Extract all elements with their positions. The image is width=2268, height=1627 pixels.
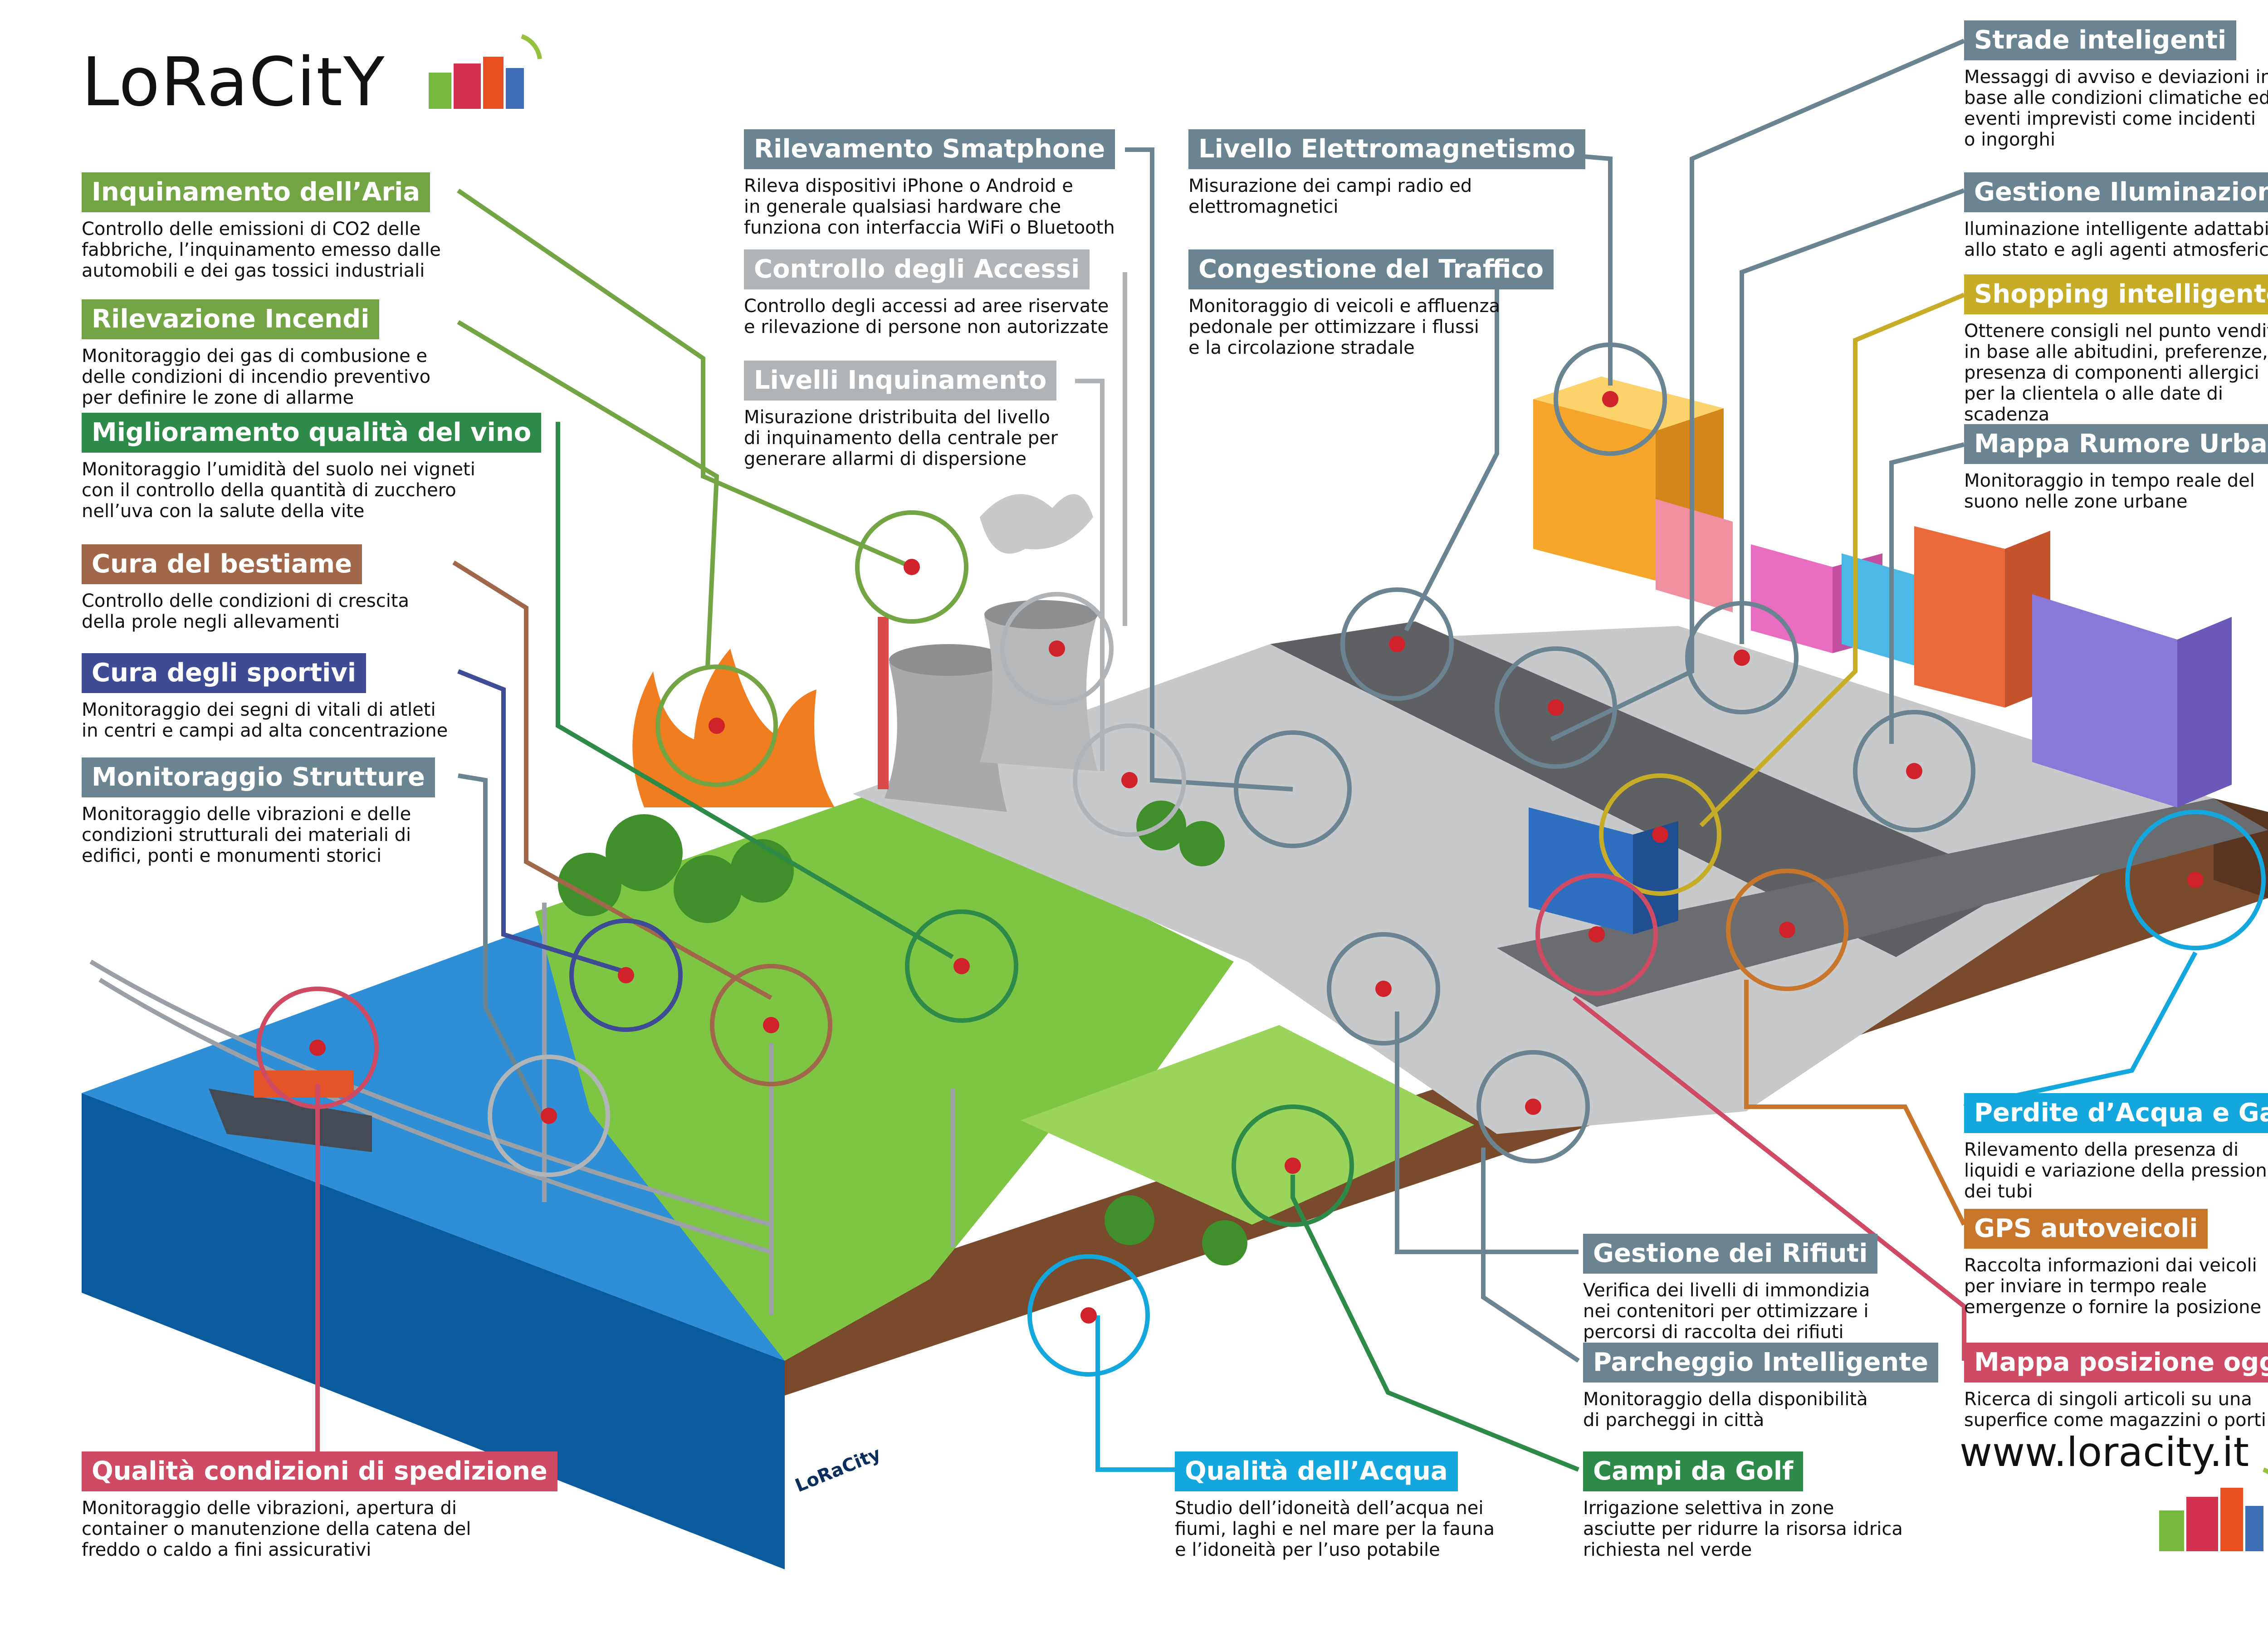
callout-title: Livelli Inquinamento [744, 361, 1057, 401]
brand-house-icon [429, 34, 542, 109]
callout-desc: Monitoraggio l’umidità del suolo nei vig… [82, 459, 475, 522]
callout-title: Rilevazione Incendi [82, 299, 380, 339]
callout-title: Perdite d’Acqua e Gas [1964, 1093, 2268, 1133]
callout-spedizione: Qualità condizioni di spedizione Monitor… [82, 1451, 557, 1560]
website-link[interactable]: www.loracity.it [1960, 1429, 2249, 1476]
grass-area [535, 789, 1234, 1361]
sea-front [82, 1093, 785, 1569]
callout-title: Gestione dei Rifiuti [1583, 1234, 1878, 1274]
callout-title: Cura del bestiame [82, 544, 362, 584]
callout-title: Cura degli sportivi [82, 653, 367, 693]
callout-illuminazione: Gestione Iluminazione Iluminazione intel… [1964, 172, 2268, 260]
callout-parcheggio: Parcheggio Intelligente Monitoraggio del… [1583, 1343, 1939, 1431]
callout-golf: Campi da Golf Irrigazione selettiva in z… [1583, 1451, 1903, 1560]
callout-incendi: Rilevazione Incendi Monitoraggio dei gas… [82, 299, 430, 408]
main-road [1270, 621, 2019, 957]
callout-elettro: Livello Elettromagnetismo Misurazione de… [1188, 129, 1585, 217]
callout-title: Inquinamento dell’Aria [82, 172, 430, 212]
callout-rifiuti: Gestione dei Rifiuti Verifica dei livell… [1583, 1234, 1878, 1343]
callout-acqua: Qualità dell’Acqua Studio dell’idoneità … [1175, 1451, 1495, 1560]
sensor-rings [256, 342, 2266, 1377]
callout-livinq: Livelli Inquinamento Misurazione dristri… [744, 361, 1058, 469]
callout-traffico: Congestione del Traffico Monitoraggio di… [1188, 249, 1554, 358]
callout-title: Miglioramento qualità del vino [82, 413, 542, 453]
callout-perdite: Perdite d’Acqua e Gas Rilevamento della … [1964, 1093, 2268, 1202]
callout-title: Mappa Rumore Urbano [1964, 424, 2268, 464]
callout-title: Mappa posizione oggetti [1964, 1343, 2268, 1383]
cargo-ship [209, 1089, 372, 1152]
callout-title: Controllo degli Accessi [744, 249, 1090, 289]
callout-shopping: Shopping intelligente Ottenere consigli … [1964, 274, 2268, 425]
sensor-dots [309, 391, 2204, 1324]
footer-house-icon [2159, 1467, 2268, 1551]
city-buildings [1529, 376, 2232, 934]
callout-title: Rilevamento Smatphone [744, 129, 1115, 169]
callout-strutture: Monitoraggio Strutture Monitoraggio dell… [82, 757, 435, 866]
callout-title: Qualità dell’Acqua [1175, 1451, 1458, 1491]
cross-road [1497, 798, 2268, 1007]
callout-title: Parcheggio Intelligente [1583, 1343, 1939, 1383]
callout-oggetti: Mappa posizione oggetti Ricerca di singo… [1964, 1343, 2268, 1431]
callout-rumore: Mappa Rumore Urbano Monitoraggio in temp… [1964, 424, 2268, 512]
callout-title: GPS autoveicoli [1964, 1209, 2208, 1249]
callout-desc: Monitoraggio dei segni di vitali di atle… [82, 699, 448, 741]
callout-title: Campi da Golf [1583, 1451, 1804, 1491]
callout-vino: Miglioramento qualità del vino Monitorag… [82, 413, 542, 522]
callout-aria: Inquinamento dell’Aria Controllo delle e… [82, 172, 441, 281]
fire [632, 649, 835, 807]
callout-title: Livello Elettromagnetismo [1188, 129, 1585, 169]
callout-title: Gestione Iluminazione [1964, 172, 2268, 212]
callout-title: Shopping intelligente [1964, 274, 2268, 314]
callout-accessi: Controllo degli Accessi Controllo degli … [744, 249, 1109, 337]
callout-title: Qualità condizioni di spedizione [82, 1451, 557, 1491]
power-plant [878, 494, 1098, 812]
callout-title: Congestione del Traffico [1188, 249, 1554, 289]
island-logo: LoRaCity [792, 1443, 884, 1496]
callout-title: Monitoraggio Strutture [82, 757, 435, 797]
brand-logo: LoRaCitY [82, 43, 386, 121]
callout-smartphone: Rilevamento Smatphone Rileva dispositivi… [744, 129, 1115, 238]
callout-strade: Strade inteligenti Messaggi di avviso e … [1964, 20, 2268, 150]
bridge [89, 903, 955, 1315]
callout-title: Strade inteligenti [1964, 20, 2237, 60]
callout-desc: Monitoraggio delle vibrazioni, apertura … [82, 1498, 471, 1560]
callout-sportivi: Cura degli sportivi Monitoraggio dei seg… [82, 653, 448, 741]
callout-desc: Controllo degli accessi ad aree riservat… [744, 296, 1109, 337]
callout-gps: GPS autoveicoli Raccolta informazioni da… [1964, 1209, 2261, 1318]
callout-bestiame: Cura del bestiame Controllo delle condiz… [82, 544, 409, 632]
